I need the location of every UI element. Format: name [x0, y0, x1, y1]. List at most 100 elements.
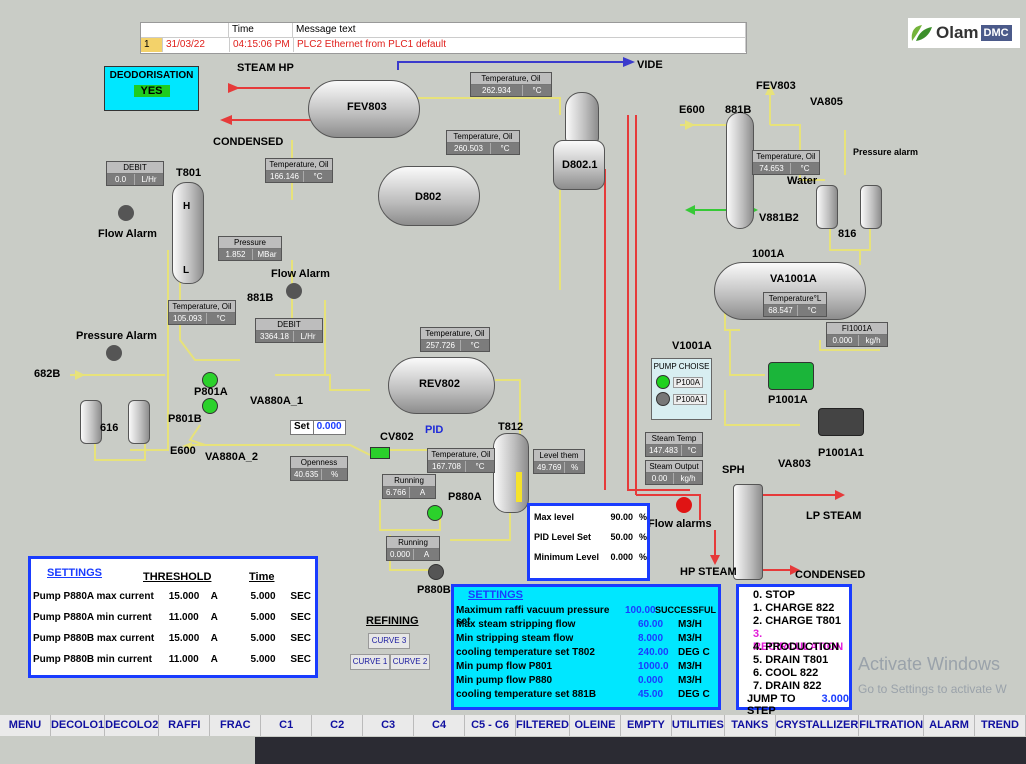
nav-c3[interactable]: C3: [363, 715, 415, 736]
nav-frac[interactable]: FRAC: [210, 715, 262, 736]
vessel-sph[interactable]: [733, 484, 763, 580]
t812-level-bar: [516, 472, 522, 502]
tank-616-a: [80, 400, 102, 444]
alarm-col-message: Message text: [293, 23, 746, 37]
curve-3-button[interactable]: CURVE 3: [368, 633, 410, 649]
jump-to-step-value[interactable]: 3.000: [821, 693, 849, 705]
682b-label: 682B: [34, 368, 61, 380]
vessel-d802[interactable]: D802: [378, 166, 480, 226]
nav-empty[interactable]: EMPTY: [621, 715, 672, 736]
881b-label: 881B: [247, 292, 274, 304]
tank-t801[interactable]: H L: [172, 182, 204, 284]
nav-c1[interactable]: C1: [261, 715, 313, 736]
p880b-label: P880B: [417, 584, 451, 596]
v1001a-label: V1001A: [672, 340, 712, 352]
vide-label: VIDE: [637, 59, 663, 71]
vessel-rev802[interactable]: REV802: [388, 357, 495, 414]
p801b-label: P801B: [168, 413, 202, 425]
va805-label: VA805: [810, 96, 843, 108]
os-taskbar: [255, 737, 1026, 764]
tank-t812[interactable]: [493, 433, 529, 513]
vessel-d802-1[interactable]: D802.1: [553, 140, 605, 190]
valve-cv802[interactable]: [370, 447, 390, 459]
nav-crystallizer[interactable]: CRYSTALLIZER: [776, 715, 860, 736]
nav-oleine[interactable]: OLEINE: [570, 715, 621, 736]
fev803-right-label: FEV803: [756, 80, 796, 92]
nav-c5-c6[interactable]: C5 - C6: [465, 715, 516, 736]
flow-alarms-label: Flow alarms: [648, 518, 712, 530]
nav-raffi[interactable]: RAFFI: [159, 715, 211, 736]
step-item[interactable]: 4. PRODUCTION: [753, 641, 840, 653]
flow-alarm-label-1: Flow Alarm: [98, 228, 157, 240]
va880a-1-label: VA880A_1: [250, 395, 303, 407]
step-item[interactable]: 0. STOP: [753, 589, 795, 601]
pump-p1001a[interactable]: [768, 362, 814, 390]
nav-c2[interactable]: C2: [312, 715, 364, 736]
nav-trend[interactable]: TREND: [975, 715, 1026, 736]
nav-decolo1[interactable]: DECOLO1: [51, 715, 106, 736]
alarm-row-time: 04:15:06 PM: [230, 38, 294, 52]
logo-text: Olam: [936, 23, 979, 42]
cv802-label: CV802: [380, 431, 414, 443]
1001a-label: 1001A: [752, 248, 785, 260]
nav-alarm[interactable]: ALARM: [924, 715, 975, 736]
exchanger-881b[interactable]: [726, 112, 754, 229]
p801a-label: P801A: [194, 386, 228, 398]
deodorisation-status[interactable]: YES: [133, 85, 170, 97]
flow-alarm-label-2: Flow Alarm: [271, 268, 330, 280]
pump-p880b[interactable]: [428, 564, 444, 580]
alarm-col-blank: [141, 23, 229, 37]
settings-threshold-panel: SETTINGS THRESHOLD Time Pump P880A max c…: [28, 556, 318, 678]
alarm-row-message: PLC2 Ethernet from PLC1 default: [294, 38, 746, 52]
alarm-message-table[interactable]: Time Message text 1 31/03/22 04:15:06 PM…: [140, 22, 747, 54]
pump-choice-option-2[interactable]: P100A1: [656, 392, 711, 406]
condensed-bottom-label: CONDENSED: [795, 569, 866, 581]
curve-2-button[interactable]: CURVE 2: [390, 654, 430, 670]
alarm-row-num: 1: [141, 38, 163, 52]
jump-to-step-label: JUMP TO STEP: [747, 693, 796, 717]
step-item[interactable]: 1. CHARGE 822: [753, 602, 835, 614]
step-item[interactable]: 2. CHARGE T801: [753, 615, 842, 627]
nav-decolo2[interactable]: DECOLO2: [105, 715, 160, 736]
p1001a1-label: P1001A1: [818, 447, 864, 459]
nav-c4[interactable]: C4: [414, 715, 466, 736]
step-item[interactable]: 7. DRAIN 822: [753, 680, 822, 692]
alarm-col-time: Time: [229, 23, 293, 37]
tank-616-label: 616: [100, 422, 119, 434]
nav-menu[interactable]: MENU: [0, 715, 51, 736]
settings-process-panel: SETTINGS Maximum raffi vacuum pressure s…: [451, 584, 721, 710]
vessel-fev803[interactable]: FEV803: [308, 80, 420, 138]
tank-816-b: [860, 185, 882, 229]
water-label: Water: [787, 175, 818, 187]
set-box[interactable]: Set 0.000: [290, 420, 346, 435]
pid-label: PID: [425, 424, 444, 436]
pump-p1001a1[interactable]: [818, 408, 864, 436]
nav-utilities[interactable]: UTILITIES: [672, 715, 725, 736]
881b-right-label: 881B: [725, 104, 752, 116]
step-item[interactable]: 5. DRAIN T801: [753, 654, 829, 666]
step-item-active[interactable]: 3. RECIRCULATION: [753, 628, 844, 653]
pump-choice-option-1[interactable]: P100A: [656, 375, 711, 389]
e600-right-label: E600: [679, 104, 705, 116]
curve-1-button[interactable]: CURVE 1: [350, 654, 390, 670]
pump-p880a[interactable]: [427, 505, 443, 521]
d802-1-label: D802.1: [562, 159, 598, 171]
pump-p801b[interactable]: [202, 398, 218, 414]
pump-p801a[interactable]: [202, 372, 218, 388]
nav-filtration[interactable]: FILTRATION: [859, 715, 925, 736]
nav-filtered[interactable]: FILTERED: [516, 715, 570, 736]
nav-tanks[interactable]: TANKS: [725, 715, 776, 736]
flow-alarm-indicator-2: [286, 283, 302, 299]
step-item[interactable]: 6. COOL 822: [753, 667, 819, 679]
